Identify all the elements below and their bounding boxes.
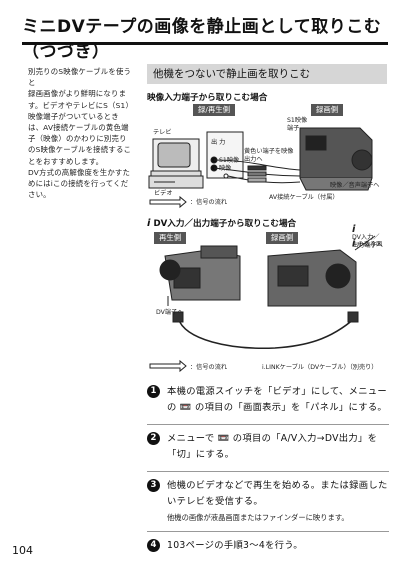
label-signal-flow-2: ：信号の流れ [190,364,228,371]
side-note: 別売りのS映像ケーブルを使うと 録画画像がより鮮明になります。ビデオやテレビにS… [28,66,134,200]
step-number: 2 [147,432,160,445]
steps-list: 1 本機の電源スイッチを「ビデオ」にして、メニューの 📼 の項目の「画面表示」を… [147,378,389,562]
label-yellow-note: 黄色い端子を映像 出力へ [244,148,294,163]
step-text: メニューで 📼 の項目の「A/V入力→DV出力」を「切」にする。 [167,433,378,460]
step-note: 他機の画像が液晶画面またはファインダーに映ります。 [167,513,349,522]
tag-record-side: 録画側 [311,104,344,116]
subheading-video-input: 映像入力端子から取りこむ場合 [147,93,268,103]
step-text: 103ページの手順3～4を行う。 [167,540,303,551]
label-av-terminal: 映像／音声端子へ [330,182,380,189]
section-heading: 他機をつないで静止画を取りこむ [147,64,387,84]
dv-icon: i [352,223,356,235]
step-text: 他機のビデオなどで再生を始める。または録画したいテレビを受信する。 [167,480,388,507]
label-dv-mark-text: のある面 [357,241,383,248]
label-s1-video: S1映像 [219,157,240,164]
step-item: 3 他機のビデオなどで再生を始める。または録画したいテレビを受信する。 他機の画… [147,472,389,532]
vcr-icon [148,175,204,189]
tag-playback-side-2: 再生側 [154,232,187,244]
step-number: 4 [147,539,160,552]
diagram2-artwork [149,235,376,373]
diagram1-artwork [148,127,373,209]
page-title: ミニDVテープの画像を静止画として取りこむ（つづき） [22,17,382,62]
step-number: 3 [147,479,160,492]
side-note-text: 別売りのS映像ケーブルを使うと 録画画像がより鮮明になります。ビデオやテレビにS… [28,67,134,200]
step-item: 2 メニューで 📼 の項目の「A/V入力→DV出力」を「切」にする。 [147,425,389,472]
label-dv-mark: i のある面 [352,238,383,249]
camcorder-right2-icon [267,249,357,307]
ilink-icon: i [147,218,151,229]
label-tv: テレビ [153,129,172,136]
label-dv-in-text: DV入力／ 出力端子へ [352,234,383,249]
label-dv-in: i DV入力／ 出力端子へ [352,218,383,249]
page-number: 104 [12,544,33,557]
label-output: 出 力 [211,139,226,146]
subheading-dv-input: i DV入力／出力端子から取りこむ場合 [147,217,296,229]
step-item: 4 103ページの手順3～4を行う。 [147,532,389,562]
label-ilink-cable: i.LINKケーブル（DVケーブル）（別売り） [262,364,378,371]
label-video-out: 映像 [219,165,232,172]
label-signal-flow-1: ：信号の流れ [190,199,228,206]
label-left-dv: DV端子へ [156,309,184,316]
subheading-dv-input-label: DV入力／出力端子から取りこむ場合 [153,219,297,229]
title-rule [22,42,388,45]
label-video: ビデオ [154,190,173,197]
label-s1-terminal: S1映像 端子 [287,117,308,132]
step-number: 1 [147,385,160,398]
dv-mark-icon: i [352,238,356,249]
label-av-cable: AV接続ケーブル（付属） [269,194,339,201]
step-item: 1 本機の電源スイッチを「ビデオ」にして、メニューの 📼 の項目の「画面表示」を… [147,378,389,425]
tag-playback-side: 録/再生側 [193,104,236,116]
step-text: 本機の電源スイッチを「ビデオ」にして、メニューの 📼 の項目の「画面表示」を「パ… [167,386,388,413]
tag-record-side-2: 録画側 [266,232,299,244]
